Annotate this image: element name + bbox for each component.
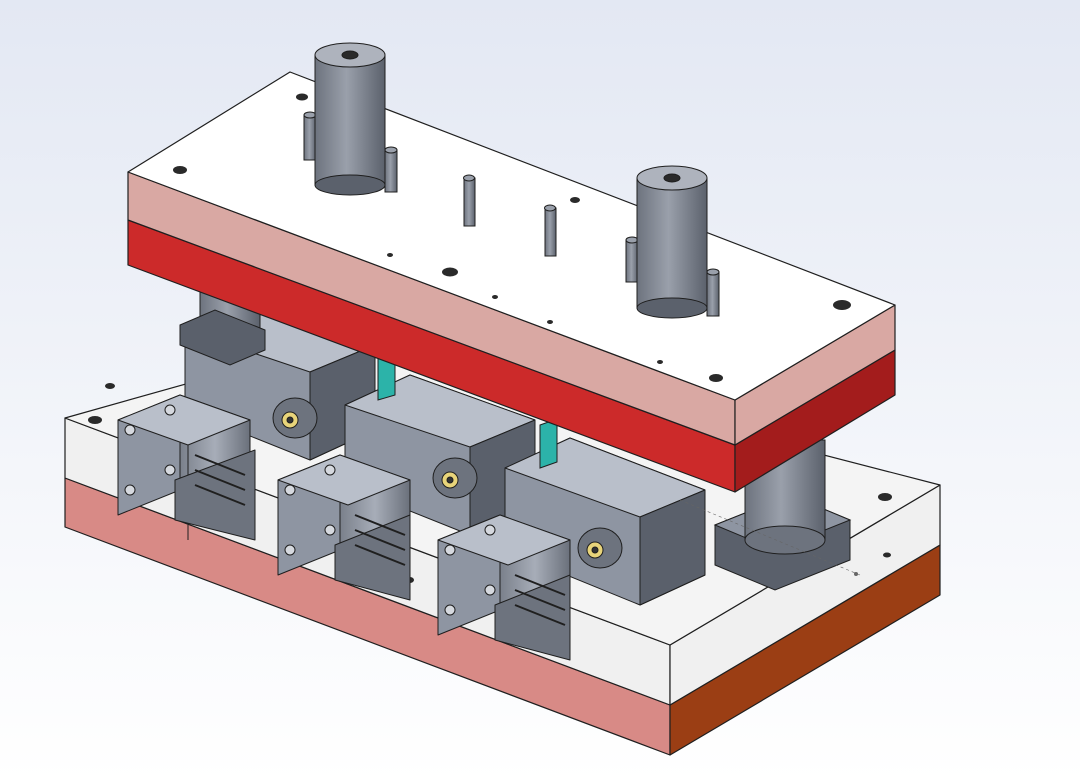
construction-point: [854, 572, 858, 576]
construction-line: [679, 499, 861, 576]
cylinder-3: [437, 514, 571, 661]
cylinder-1: [117, 394, 256, 541]
slider-end-caps: [272, 397, 623, 569]
left-guide-bushing: [179, 289, 266, 366]
top-pins: [303, 111, 720, 317]
pneumatic-cylinders: [117, 394, 571, 661]
teal-guide-strips: [377, 351, 558, 469]
slider-blocks: [184, 299, 706, 606]
upper-plate-holes: [173, 93, 851, 382]
cylinder-2: [277, 454, 411, 601]
guide-posts: [314, 42, 708, 319]
guide-post-right: [636, 165, 708, 319]
guide-post-left: [314, 42, 386, 196]
